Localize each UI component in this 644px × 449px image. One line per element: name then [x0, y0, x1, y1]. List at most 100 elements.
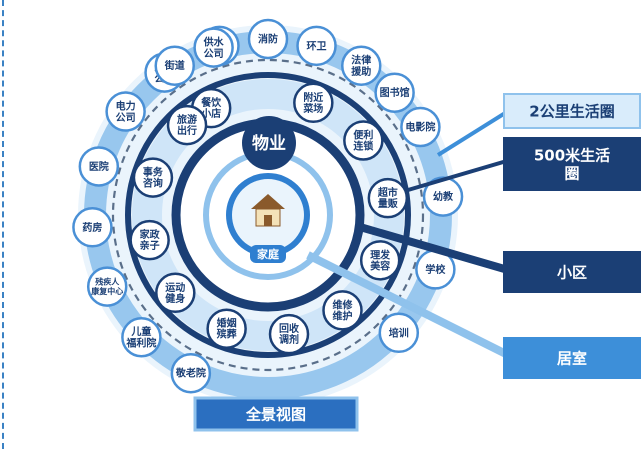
legend-box [503, 137, 641, 191]
outer-node-label-line: 街道 [164, 59, 185, 72]
inner-node-label-line: 咨询 [143, 177, 163, 190]
outer-node-label: 供水公司 [203, 35, 225, 60]
inner-node-label-line: 维修 [332, 298, 353, 311]
center-label-bg [250, 245, 286, 263]
outer-node-label-line: 儿童 [130, 325, 151, 338]
inner-node-label: 回收调剂 [279, 322, 299, 346]
dashed-ring [111, 58, 425, 372]
property-title: 物业 [252, 133, 286, 154]
legend-label: 2公里生活圈 [529, 102, 614, 120]
connector-community [358, 223, 510, 274]
property-title-line: 物业 [252, 133, 286, 154]
outer-node-label: 法律援助 [351, 53, 371, 78]
outer-node [154, 45, 195, 86]
inner-node-label-line: 事务 [143, 166, 164, 179]
outer-node-label: 学校 [425, 263, 446, 276]
outer-node-label-line: 环卫 [307, 40, 327, 52]
legend-box [503, 337, 641, 379]
outer-node [296, 25, 337, 67]
outer-node-label-line: 图书馆 [380, 86, 410, 99]
outer-node [378, 312, 420, 354]
outer-node-label-line: 援助 [351, 65, 371, 78]
inner-node-label-line: 菜场 [302, 102, 323, 115]
inner-node-label: 超市量贩 [377, 186, 399, 210]
outer-node-label: 电影院 [405, 121, 435, 134]
connector-2km [436, 108, 512, 157]
inner-node [367, 177, 409, 219]
outer-node-label-line: 幼教 [433, 190, 454, 203]
outer-node-label-line: 康复中心 [91, 286, 123, 296]
inner-node [129, 219, 170, 261]
inner-node-label: 家政亲子 [140, 228, 161, 252]
outer-node [422, 176, 464, 217]
outer-node [72, 207, 113, 248]
house-door-icon [264, 215, 272, 226]
inner-node [268, 313, 310, 355]
inner-node-label-line: 连锁 [353, 140, 373, 153]
property-title-disc [242, 116, 296, 170]
inner-node-label: 餐饮小店 [200, 96, 222, 120]
inner-node-label-line: 理发 [370, 248, 391, 261]
inner-node-label: 运动健身 [165, 281, 185, 305]
legend-label: 小区 [557, 263, 587, 281]
legend-label-line: 圈 [564, 164, 579, 182]
inner-node-label: 附近菜场 [302, 91, 323, 115]
inner-node-label-line: 维护 [332, 309, 352, 322]
outer-node-label: 药房 [82, 221, 102, 234]
legend-label-line: 500米生活 [534, 146, 610, 164]
inner-node [322, 290, 363, 331]
outer-node [78, 146, 120, 187]
inner-node-label-line: 调剂 [279, 333, 299, 346]
outer-node-label: 医院 [89, 160, 109, 173]
inner-node-label-line: 殡葬 [217, 328, 237, 341]
inner-node-label-line: 运动 [165, 281, 185, 294]
outer-node [121, 317, 162, 358]
outer-node-label-line: 敬老院 [175, 367, 206, 380]
inner-node-label: 理发美容 [370, 248, 391, 272]
house-roof-icon [251, 194, 285, 209]
inner-node [343, 120, 384, 161]
outer-node-label: 电力公司 [116, 99, 136, 124]
banner-label-line: 全景视图 [245, 405, 306, 423]
outer-node-label: 残疾人康复中心 [91, 277, 123, 297]
legend-label-line: 2公里生活圈 [529, 102, 614, 120]
inner-node-label-line: 超市 [377, 186, 398, 199]
outer-node-label-line: 电力 [116, 99, 136, 112]
center-label-line: 家庭 [257, 247, 279, 261]
outer-node-label-line: 残疾人 [95, 277, 120, 287]
outer-node-label: 图书馆 [380, 86, 410, 99]
outer-node [105, 91, 146, 132]
left-dashed-rule [2, 0, 4, 449]
inner-node-label: 便利连锁 [353, 129, 373, 153]
inner-node-label-line: 亲子 [140, 239, 160, 252]
outer-node-label-line: 消防 [258, 33, 278, 46]
inner-node-label-line: 健身 [165, 292, 185, 305]
inner-node-label-line: 附近 [303, 91, 323, 104]
outer-node-label: 环卫 [307, 40, 327, 52]
banner-label: 全景视图 [245, 405, 306, 423]
legend-box [503, 93, 641, 129]
navy-ring-2km [125, 72, 411, 358]
center-label: 家庭 [257, 247, 279, 261]
outer-node [374, 72, 415, 113]
legend-label: 500米生活圈 [534, 146, 610, 182]
inner-node-label: 维修维护 [332, 298, 353, 322]
inner-node-label-line: 出行 [177, 124, 197, 137]
outer-node-label-line: 公司 [116, 112, 136, 124]
legend-label-line: 居室 [557, 349, 587, 367]
outer-node-label: 培训 [389, 326, 409, 339]
outer-node-label: 街道 [164, 59, 185, 72]
inner-node [206, 308, 247, 349]
inner-node-label-line: 量贩 [378, 197, 399, 210]
inner-node [293, 82, 334, 124]
inner-node-label-line: 便利 [353, 129, 373, 142]
inner-node [166, 104, 208, 146]
outer-node [341, 45, 382, 86]
outer-node-label-line: 学校 [425, 263, 446, 276]
connector-500m [407, 158, 511, 192]
outer-node-label-line: 药房 [82, 221, 102, 234]
legend-label-line: 小区 [557, 263, 587, 281]
outer-node-label-line: 公司 [204, 48, 224, 60]
outer-node-label-line: 培训 [389, 326, 409, 339]
inner-node [359, 240, 401, 281]
